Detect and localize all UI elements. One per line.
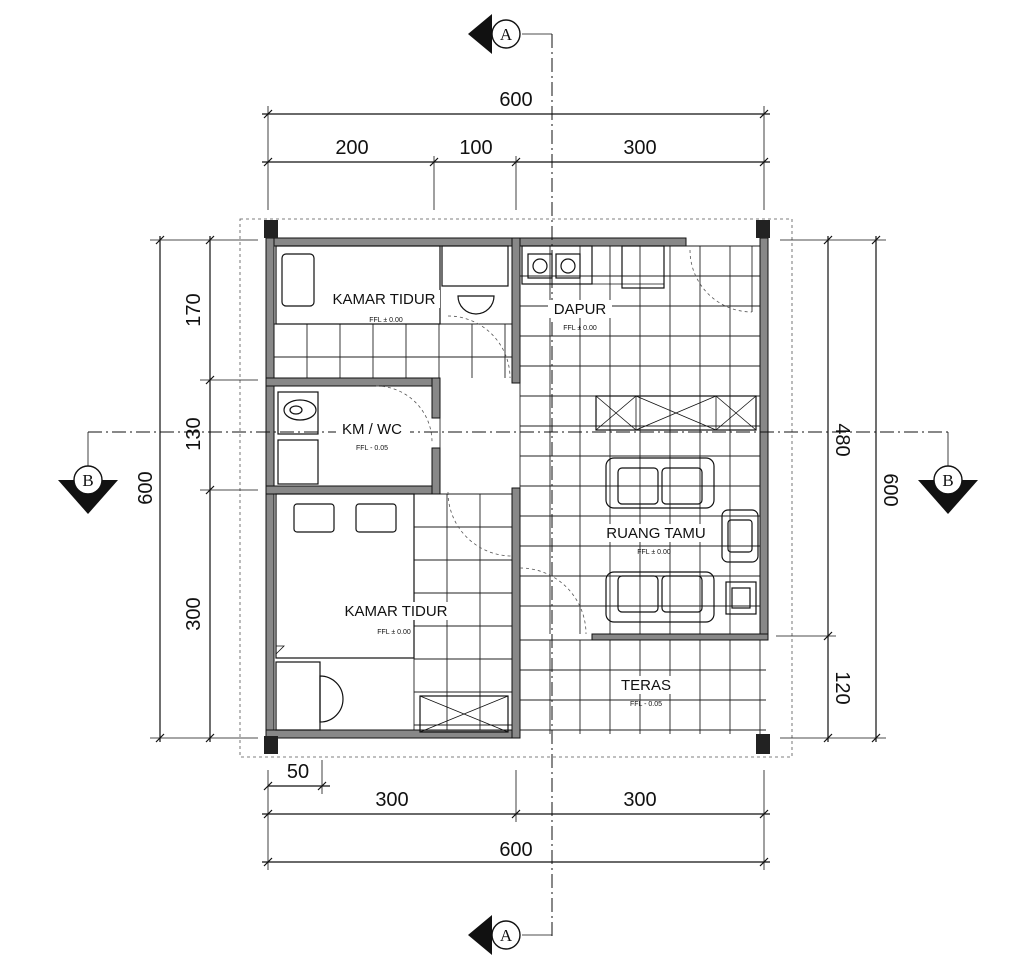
room-name-bedroom-top: KAMAR TIDUR [332,291,435,308]
room-ffl-kitchen: FFL ± 0.00 [563,325,597,332]
kitchen-counter-icon [521,245,593,285]
bed-top-icon [275,245,441,325]
shower-tray-icon [277,439,319,485]
dim-bottom-total: 600 [499,839,532,861]
sideboard-icon [595,395,757,431]
section-lines [87,33,949,940]
room-name-living: RUANG TAMU [606,525,705,542]
marker-b-right-label: B [942,471,953,490]
room-name-bathroom: KM / WC [342,421,402,438]
wardrobe-bottom-icon [419,695,509,733]
marker-a-bottom-label: A [500,926,513,945]
dim-bottom-small: 50 [287,761,309,783]
room-ffl-terrace: FFL - 0.05 [630,701,662,708]
room-name-terrace: TERAS [621,677,671,694]
room-labels: KAMAR TIDUR FFL ± 0.00 KM / WC FFL - 0.0… [324,290,716,708]
walls [264,220,770,754]
dim-right-total: 600 [879,473,901,506]
marker-b-left-label: B [82,471,93,490]
section-marker-a-bottom: A [468,915,521,955]
sofa-top-icon [605,457,715,509]
dim-right-lower: 120 [831,671,853,704]
chair-icon [319,675,344,723]
dim-top-mid: 100 [459,137,492,159]
dim-left-upper: 170 [183,293,205,326]
sink-icon [457,295,495,315]
section-marker-b-left: B [58,465,118,514]
room-ffl-bedroom-top: FFL ± 0.00 [369,317,403,324]
marker-a-top-label: A [500,25,513,44]
dim-left-total: 600 [135,471,157,504]
dim-left-lower: 300 [183,597,205,630]
dim-right-upper: 480 [831,423,853,456]
bed-bottom-icon [275,493,415,659]
side-table-icon [725,581,757,615]
dim-top-left: 200 [335,137,368,159]
room-ffl-bedroom-bottom: FFL ± 0.00 [377,629,411,636]
dim-left-middle: 130 [183,417,205,450]
section-marker-b-right: B [918,465,978,514]
section-marker-a-top: A [468,14,521,54]
sofa-bottom-icon [605,571,715,623]
room-ffl-living: FFL ± 0.00 [637,549,671,556]
dim-bottom-right: 300 [623,789,656,811]
fridge-icon [621,245,665,289]
dimension-lines [150,106,886,870]
toilet-icon [277,391,319,435]
doors [375,246,753,635]
dim-top-total: 600 [499,89,532,111]
dim-bottom-left: 300 [375,789,408,811]
room-name-bedroom-bottom: KAMAR TIDUR [344,603,447,620]
room-ffl-bathroom: FFL - 0.05 [356,445,388,452]
armchair-icon [721,509,759,563]
dim-top-right: 300 [623,137,656,159]
tiles-terrace [519,639,766,734]
desk-icon [275,661,321,731]
tiles-bedroom-top [273,323,512,378]
dimension-labels: 600 200 100 300 50 300 300 600 600 170 1… [135,89,901,861]
roof-outline [239,218,793,758]
furniture [275,245,759,733]
wardrobe-icon [441,245,509,287]
room-name-kitchen: DAPUR [554,301,607,318]
